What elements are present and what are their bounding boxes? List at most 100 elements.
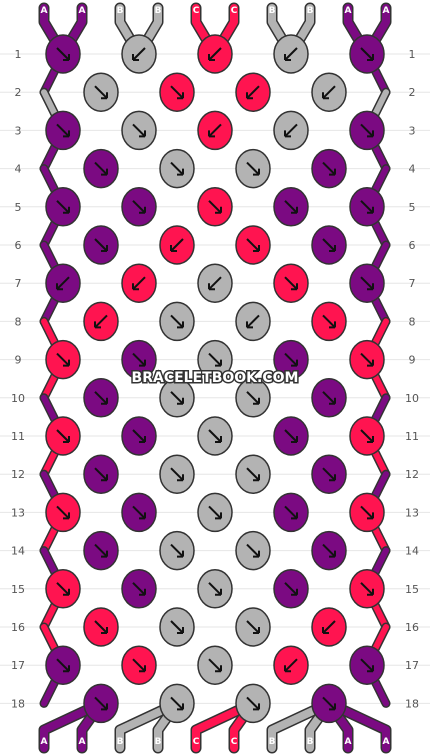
knot[interactable] xyxy=(45,569,81,609)
knot[interactable] xyxy=(235,225,271,265)
knot[interactable] xyxy=(349,645,385,685)
knot[interactable] xyxy=(159,454,195,494)
knot[interactable] xyxy=(311,72,347,112)
knot[interactable] xyxy=(273,263,309,303)
knot[interactable] xyxy=(197,187,233,227)
knot[interactable] xyxy=(273,110,309,151)
knot[interactable] xyxy=(121,416,157,456)
knot[interactable] xyxy=(273,339,309,380)
knot[interactable] xyxy=(311,530,347,571)
knot[interactable] xyxy=(121,34,157,74)
knot[interactable] xyxy=(159,607,195,647)
knot[interactable] xyxy=(83,454,119,494)
knot-arrowhead-icon xyxy=(208,130,215,138)
knot[interactable] xyxy=(235,148,271,189)
knot[interactable] xyxy=(45,110,81,151)
knot[interactable] xyxy=(197,416,233,456)
knot[interactable] xyxy=(83,530,119,571)
knot[interactable] xyxy=(235,454,271,494)
knot-arrow-icon xyxy=(94,161,108,176)
top-strand-label: A xyxy=(345,6,352,16)
knot[interactable] xyxy=(311,683,347,724)
knot[interactable] xyxy=(349,339,385,380)
knot-arrowhead-icon xyxy=(329,550,336,558)
knot[interactable] xyxy=(197,110,233,151)
bottom-strand-label: A xyxy=(41,737,48,747)
knot[interactable] xyxy=(159,683,195,724)
knot[interactable] xyxy=(45,492,81,533)
knot-arrowhead-icon xyxy=(367,130,374,138)
knot[interactable] xyxy=(197,569,233,609)
knot-arrow-icon xyxy=(284,352,298,367)
knot[interactable] xyxy=(197,339,233,380)
knot[interactable] xyxy=(121,339,157,380)
knot[interactable] xyxy=(121,110,157,151)
knot[interactable] xyxy=(83,72,119,112)
knot[interactable] xyxy=(159,148,195,189)
knot[interactable] xyxy=(311,378,347,418)
knot[interactable] xyxy=(235,530,271,571)
knot[interactable] xyxy=(197,492,233,533)
knot[interactable] xyxy=(273,492,309,533)
knot[interactable] xyxy=(273,416,309,456)
knot[interactable] xyxy=(159,72,195,112)
knot[interactable] xyxy=(121,569,157,609)
knot[interactable] xyxy=(235,301,271,342)
knot[interactable] xyxy=(197,263,233,303)
knot[interactable] xyxy=(349,569,385,609)
knot[interactable] xyxy=(197,645,233,685)
knot[interactable] xyxy=(83,301,119,342)
knot[interactable] xyxy=(121,492,157,533)
knot[interactable] xyxy=(83,378,119,418)
knot[interactable] xyxy=(45,416,81,456)
row-label-right: 17 xyxy=(405,659,419,672)
knot[interactable] xyxy=(235,607,271,647)
knot[interactable] xyxy=(273,187,309,227)
knot-arrow-icon xyxy=(56,429,70,443)
knot[interactable] xyxy=(311,607,347,647)
knot[interactable] xyxy=(45,187,81,227)
knot[interactable] xyxy=(159,225,195,265)
knot[interactable] xyxy=(83,607,119,647)
knot-arrowhead-icon xyxy=(253,627,260,634)
knot[interactable] xyxy=(45,34,81,74)
knot[interactable] xyxy=(83,148,119,189)
knot[interactable] xyxy=(121,645,157,685)
knot[interactable] xyxy=(349,34,385,74)
knot[interactable] xyxy=(121,263,157,303)
knot[interactable] xyxy=(83,225,119,265)
knot[interactable] xyxy=(273,569,309,609)
knot[interactable] xyxy=(311,301,347,342)
knot-arrowhead-icon xyxy=(284,665,291,673)
knot[interactable] xyxy=(311,225,347,265)
knot-arrow-icon xyxy=(208,429,222,443)
knot-arrowhead-icon xyxy=(63,665,70,673)
knot[interactable] xyxy=(45,263,81,303)
knot[interactable] xyxy=(159,530,195,571)
knot[interactable] xyxy=(349,187,385,227)
knot-arrow-icon xyxy=(132,505,146,520)
knot[interactable] xyxy=(235,72,271,112)
knot-arrow-icon xyxy=(322,314,336,329)
knot-arrow-icon xyxy=(132,582,146,596)
knot[interactable] xyxy=(45,645,81,685)
knot[interactable] xyxy=(235,378,271,418)
top-strand-label: A xyxy=(41,6,48,16)
knot[interactable] xyxy=(349,263,385,303)
knot[interactable] xyxy=(311,148,347,189)
knot[interactable] xyxy=(45,339,81,380)
knot[interactable] xyxy=(235,683,271,724)
knot[interactable] xyxy=(349,110,385,151)
knot[interactable] xyxy=(197,34,233,74)
knot-arrowhead-icon xyxy=(177,474,184,482)
knot-arrow-icon xyxy=(246,620,260,634)
knot[interactable] xyxy=(311,454,347,494)
knot[interactable] xyxy=(159,378,195,418)
knot[interactable] xyxy=(159,301,195,342)
knot[interactable] xyxy=(349,416,385,456)
knot[interactable] xyxy=(83,683,119,724)
knot[interactable] xyxy=(273,645,309,685)
knot[interactable] xyxy=(121,187,157,227)
knot[interactable] xyxy=(349,492,385,533)
knot[interactable] xyxy=(273,34,309,74)
